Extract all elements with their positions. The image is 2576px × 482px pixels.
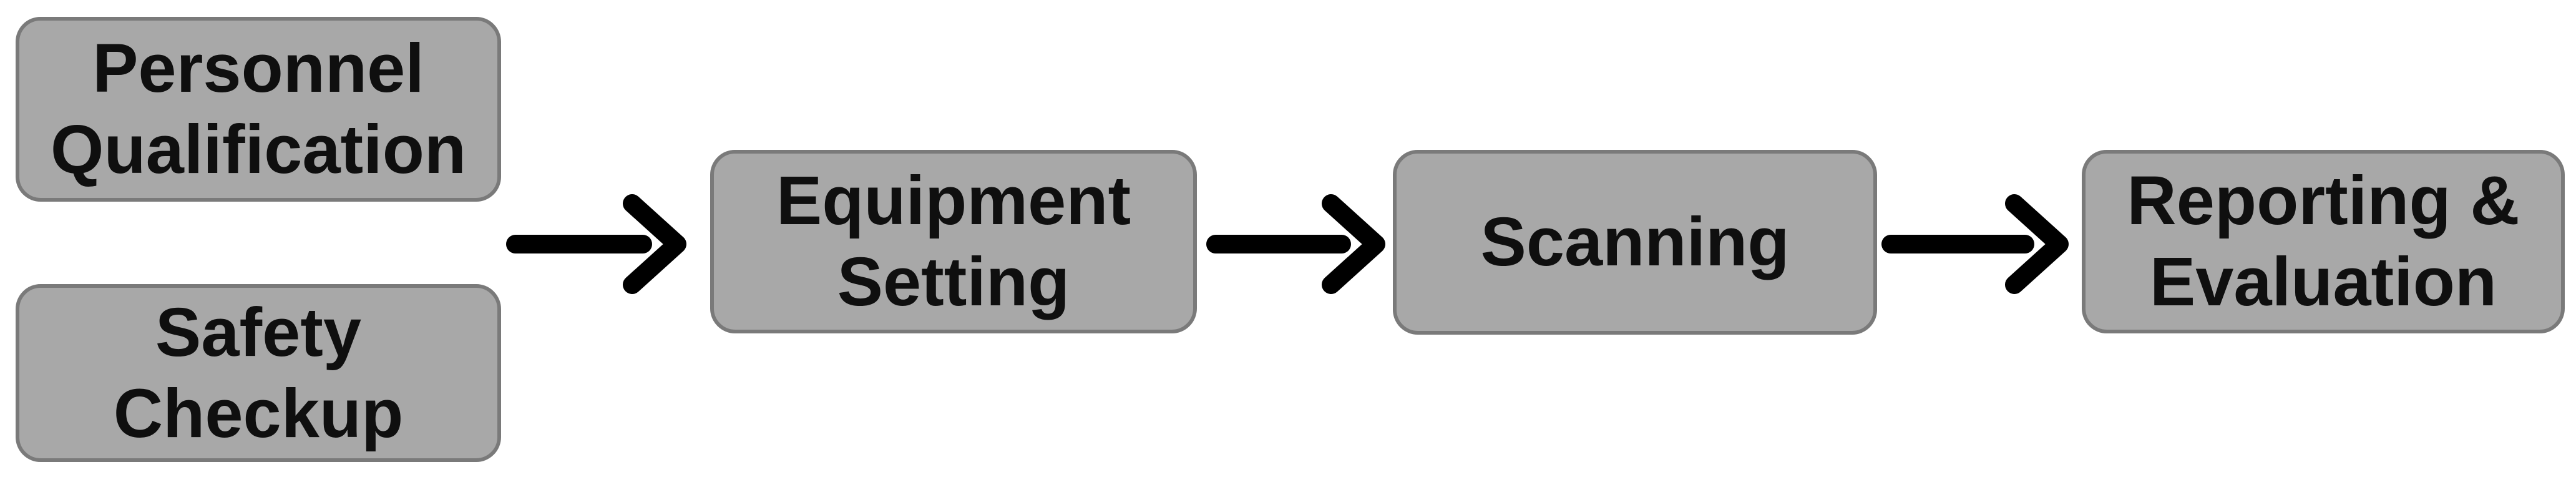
flow-arrow-icon-3 bbox=[1881, 194, 2069, 294]
node-safety-checkup-label: Safety Checkup bbox=[113, 293, 404, 452]
node-reporting-evaluation-label: Reporting & Evaluation bbox=[2127, 162, 2520, 320]
node-personnel-qualification: Personnel Qualification bbox=[16, 17, 501, 202]
node-equipment-setting-label: Equipment Setting bbox=[776, 162, 1131, 320]
flow-arrow-icon-2 bbox=[1206, 194, 1385, 294]
node-safety-checkup: Safety Checkup bbox=[16, 284, 501, 462]
node-equipment-setting: Equipment Setting bbox=[710, 150, 1197, 333]
node-personnel-qualification-label: Personnel Qualification bbox=[50, 30, 467, 188]
node-scanning-label: Scanning bbox=[1480, 204, 1790, 281]
node-scanning: Scanning bbox=[1393, 150, 1877, 335]
flow-arrow-icon-1 bbox=[506, 194, 686, 294]
node-reporting-evaluation: Reporting & Evaluation bbox=[2082, 150, 2565, 333]
